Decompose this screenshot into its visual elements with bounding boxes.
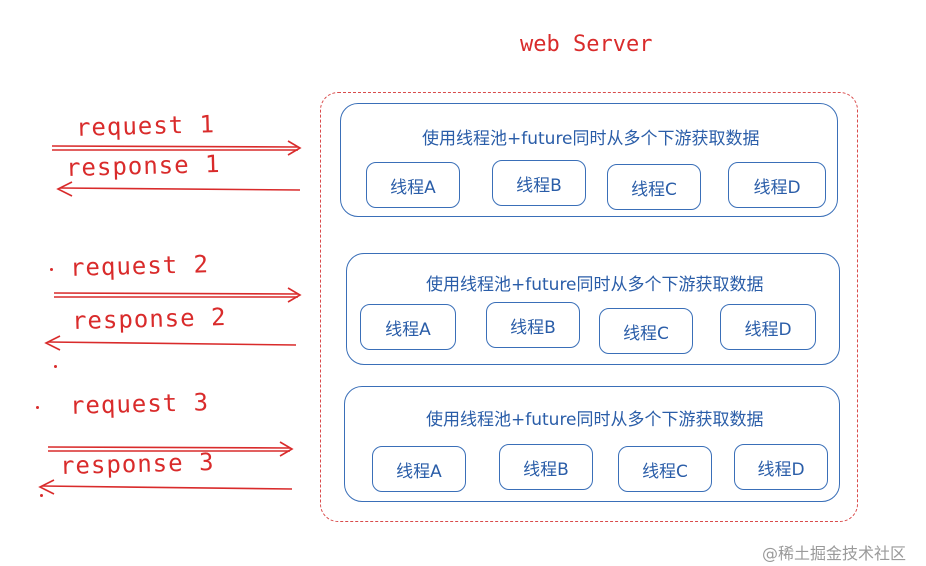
panel-2-thread-b: 线程B xyxy=(486,302,580,348)
stray-dot xyxy=(50,268,53,271)
panel-1-thread-b: 线程B xyxy=(492,160,586,206)
stray-dot xyxy=(40,494,43,497)
server-title: web Server xyxy=(520,32,653,57)
stray-dot xyxy=(54,365,57,368)
panel-1-thread-a: 线程A xyxy=(366,162,460,208)
panel-1-thread-d: 线程D xyxy=(728,162,826,208)
response-3-arrow xyxy=(41,485,293,490)
request-1-label: request 1 xyxy=(75,110,216,142)
panel-3-thread-a: 线程A xyxy=(372,446,466,492)
panel-3-thread-d: 线程D xyxy=(734,444,828,490)
request-2-arrow xyxy=(53,292,299,295)
response-2-arrow xyxy=(47,341,297,346)
stray-dot xyxy=(36,406,39,409)
panel-3-thread-c: 线程C xyxy=(618,446,712,492)
watermark-text: @稀土掘金技术社区 xyxy=(762,544,907,563)
panel-2-thread-a: 线程A xyxy=(360,304,456,350)
request-3-label: request 3 xyxy=(69,388,210,420)
response-1-label: response 1 xyxy=(65,149,221,183)
panel-1-thread-c: 线程C xyxy=(607,164,701,210)
thread-pool-panel-2 xyxy=(346,253,840,365)
request-1-arrow xyxy=(51,145,299,148)
thread-pool-panel-1 xyxy=(340,103,838,217)
request-3-arrow xyxy=(47,446,291,449)
panel-3-title: 使用线程池+future同时从多个下游获取数据 xyxy=(426,410,764,430)
response-2-label: response 2 xyxy=(71,302,227,336)
thread-pool-panel-3 xyxy=(344,386,840,502)
panel-2-thread-c: 线程C xyxy=(599,308,693,354)
panel-2-thread-d: 线程D xyxy=(720,304,816,350)
panel-1-title: 使用线程池+future同时从多个下游获取数据 xyxy=(422,129,760,149)
panel-3-thread-b: 线程B xyxy=(499,444,593,490)
request-2-label: request 2 xyxy=(69,250,210,282)
panel-2-title: 使用线程池+future同时从多个下游获取数据 xyxy=(426,275,764,295)
response-1-arrow xyxy=(59,187,301,191)
web-server-boundary xyxy=(320,92,858,522)
response-3-label: response 3 xyxy=(59,447,215,481)
